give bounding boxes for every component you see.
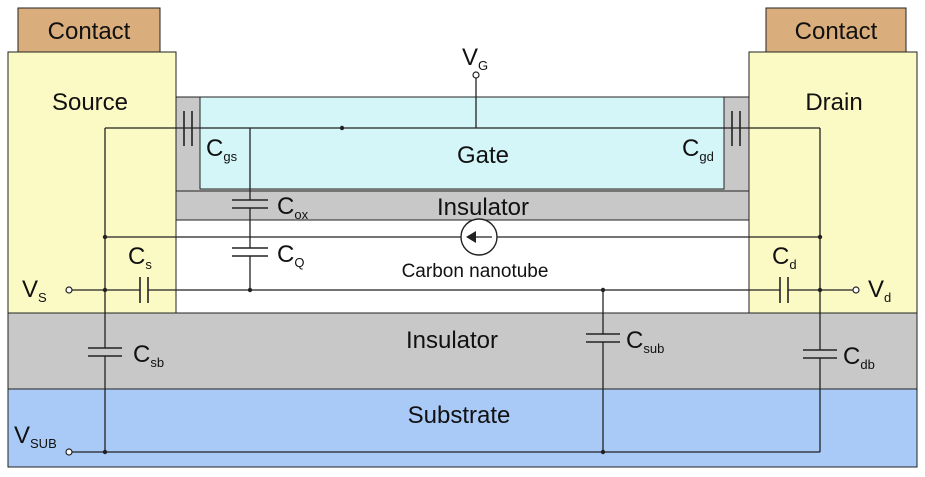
contact-left-label: Contact xyxy=(48,18,131,45)
vg-label: VG xyxy=(462,44,488,73)
top-insulator-label: Insulator xyxy=(437,194,529,221)
gate-label: Gate xyxy=(457,142,509,169)
cq-label: CQ xyxy=(277,241,304,270)
bottom-insulator-layer xyxy=(7,312,918,390)
cd-label: Cd xyxy=(772,243,797,272)
csub-label: Csub xyxy=(626,327,664,356)
top-insulator-layer xyxy=(175,190,750,221)
substrate-layer xyxy=(7,388,918,468)
vd-label: Vd xyxy=(868,276,891,305)
drain-region xyxy=(748,51,918,314)
vg-terminal xyxy=(472,71,480,79)
cgs-label: Cgs xyxy=(206,135,238,164)
gate-electrode xyxy=(199,96,725,190)
source-region xyxy=(7,51,177,314)
cgd-label: Cgd xyxy=(682,135,714,164)
contact-right xyxy=(765,7,907,53)
substrate-label: Substrate xyxy=(408,402,511,429)
nanotube-label: Carbon nanotube xyxy=(402,261,549,282)
source-label: Source xyxy=(52,89,128,116)
vs-label: VS xyxy=(22,276,47,305)
contact-right-label: Contact xyxy=(795,18,878,45)
vs-terminal xyxy=(65,286,73,294)
vsub-label: VSUB xyxy=(14,422,57,451)
cs-label: Cs xyxy=(128,243,152,272)
drain-label: Drain xyxy=(805,89,862,116)
csb-label: Csb xyxy=(133,341,164,370)
bottom-insulator-label: Insulator xyxy=(406,327,498,354)
vd-terminal xyxy=(852,286,860,294)
contact-left xyxy=(17,7,161,53)
cdb-label: Cdb xyxy=(843,343,875,372)
vsub-terminal xyxy=(65,448,73,456)
cox-label: Cox xyxy=(277,193,309,222)
